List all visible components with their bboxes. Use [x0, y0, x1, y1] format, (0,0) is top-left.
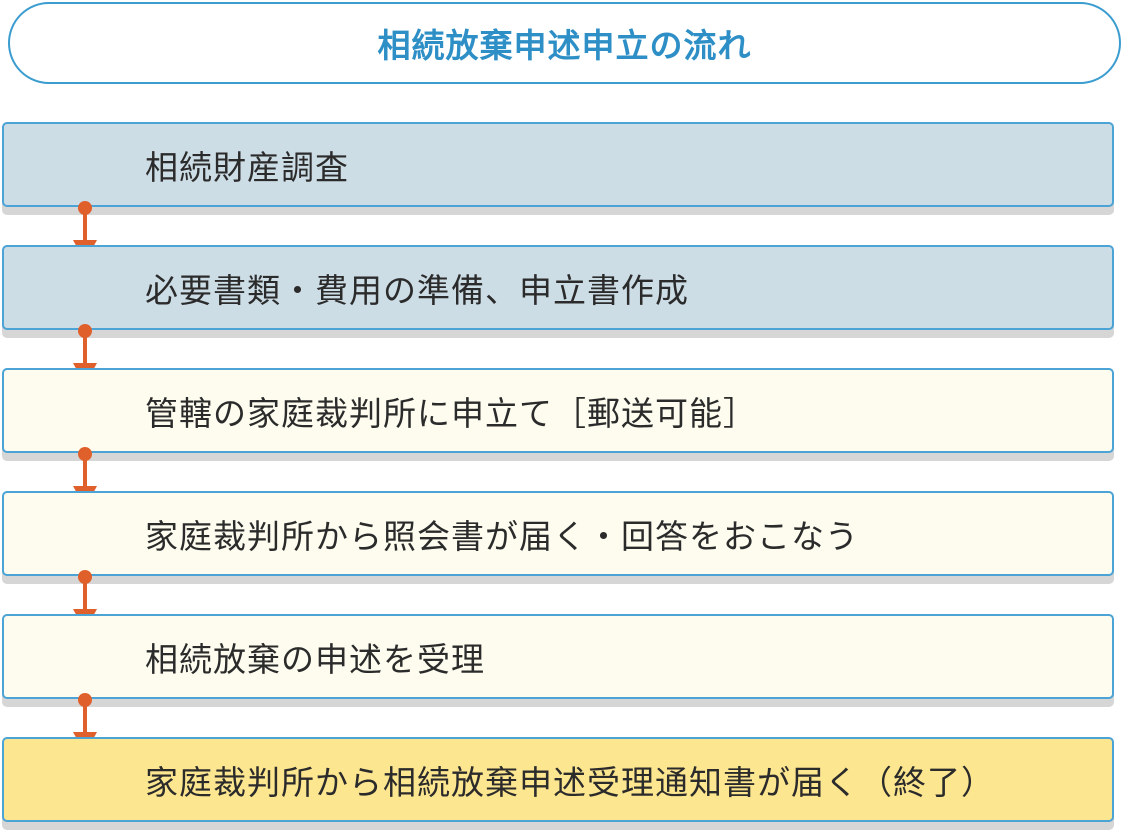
flow-step-5: 相続放棄の申述を受理 — [2, 614, 1114, 699]
flow-step-2: 必要書類・費用の準備、申立書作成 — [2, 245, 1114, 330]
step-label-1: 相続財産調査 — [145, 147, 349, 187]
flow-title: 相続放棄申述申立の流れ — [377, 26, 752, 65]
step-label-4: 家庭裁判所から照会書が届く・回答をおこなう — [145, 516, 859, 556]
flow-step-4: 家庭裁判所から照会書が届く・回答をおこなう — [2, 491, 1114, 576]
step-label-2: 必要書類・費用の準備、申立書作成 — [145, 270, 689, 310]
flow-step-3: 管轄の家庭裁判所に申立て［郵送可能］ — [2, 368, 1114, 453]
flow-title-box: 相続放棄申述申立の流れ — [8, 2, 1121, 84]
step-label-5: 相続放棄の申述を受理 — [145, 639, 485, 679]
flow-step-6: 家庭裁判所から相続放棄申述受理通知書が届く（終了） — [2, 737, 1114, 822]
step-label-6: 家庭裁判所から相続放棄申述受理通知書が届く（終了） — [145, 762, 995, 802]
step-label-3: 管轄の家庭裁判所に申立て［郵送可能］ — [145, 393, 757, 433]
flow-step-1: 相続財産調査 — [2, 122, 1114, 207]
